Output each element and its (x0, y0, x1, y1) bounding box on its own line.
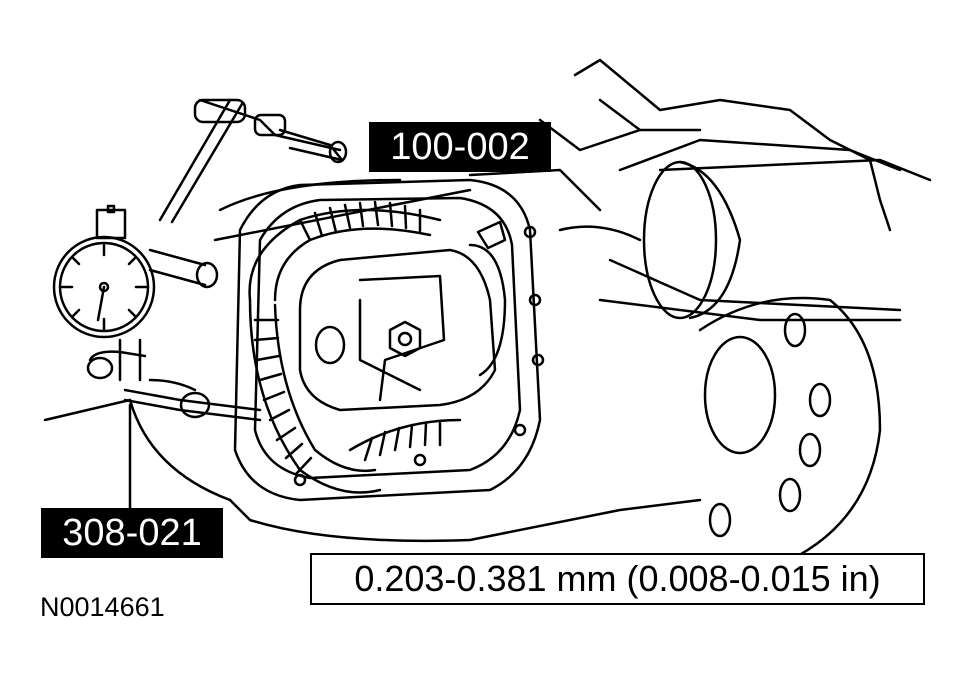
tool-number-label-dial-indicator-holder: 100-002 (369, 122, 551, 172)
figure-id: N0014661 (40, 592, 165, 622)
axle-flange (698, 296, 882, 562)
axle-housing (128, 58, 902, 543)
axle-tube (598, 158, 932, 322)
backlash-specification: 0.203-0.381 mm (0.008-0.015 in) (310, 553, 925, 605)
differential-case (298, 220, 507, 412)
ring-gear (248, 200, 462, 494)
tool-number-label-dial-indicator: 308-021 (41, 508, 223, 558)
leader-lines (43, 188, 472, 510)
housing-cover-flange (233, 178, 545, 502)
dial-indicator-assembly (52, 98, 348, 422)
